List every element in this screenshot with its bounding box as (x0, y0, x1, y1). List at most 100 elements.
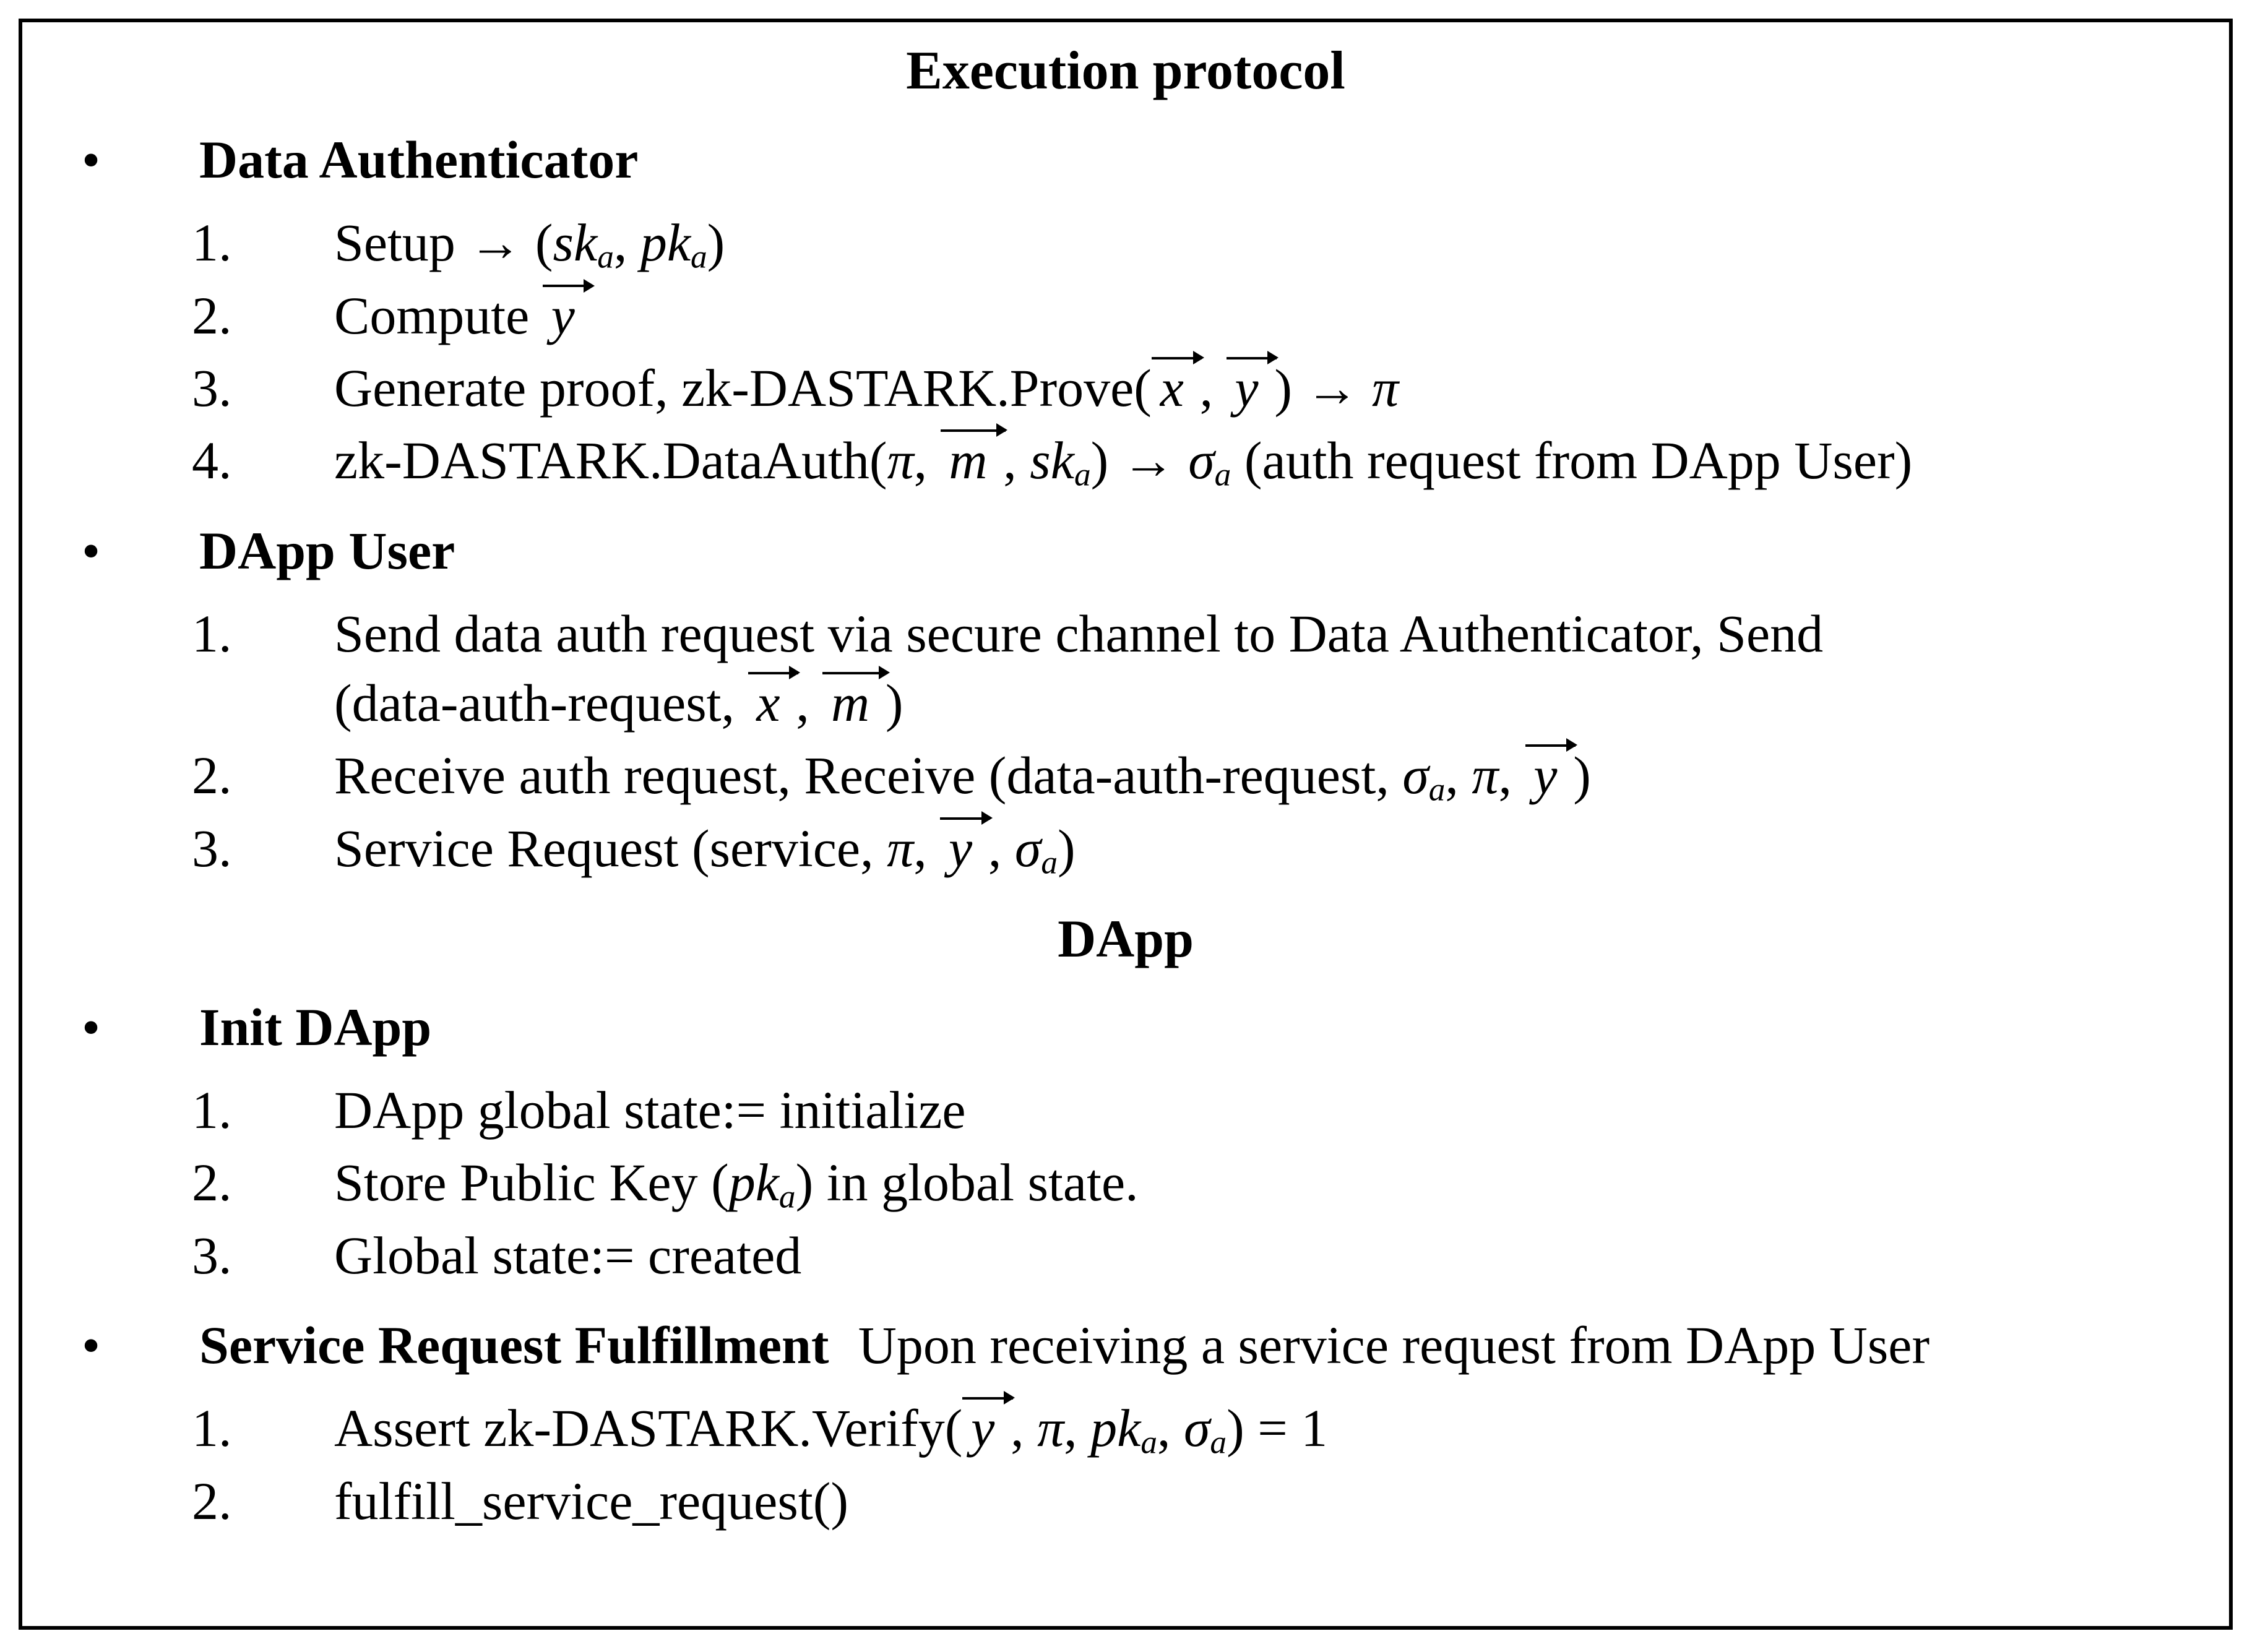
math-variable: pk (728, 1152, 779, 1212)
math-variable: π (1372, 358, 1399, 418)
text-run: , (1003, 430, 1030, 490)
step-number: 3. (192, 358, 232, 418)
text-run: , (913, 818, 941, 878)
dapp-heading: DApp (1058, 908, 1194, 968)
math-subscript: a (778, 1177, 796, 1215)
math-variable: π (887, 818, 914, 878)
section-heading: Service Request Fulfillment (199, 1315, 829, 1375)
vector-y: y (1226, 351, 1279, 423)
step-text: Assert zk-DASTARK.Verify(y, π, pka, σa) … (334, 1391, 2229, 1464)
text-run: Store Public Key ( (334, 1152, 729, 1212)
vector-y: y (940, 811, 993, 884)
bullet-icon: • (82, 997, 101, 1057)
figure-title: Execution protocol (906, 41, 1345, 101)
protocol-step: 2. Compute y (22, 278, 2229, 351)
math-variable: π (887, 430, 914, 490)
text-run: , (1011, 1398, 1038, 1458)
vector-y: y (542, 278, 595, 351)
math-subscript: a (1428, 770, 1446, 808)
text-run: ) = 1 (1227, 1398, 1328, 1458)
step-number: 1. (192, 213, 232, 273)
vector-letter: y (1235, 358, 1259, 418)
section-data-authenticator-heading: • Data Authenticator (22, 126, 2229, 194)
vector-letter: x (1160, 358, 1184, 418)
step-number: 3. (192, 818, 232, 878)
step-text: Global state:= created (334, 1221, 2229, 1291)
vector-m: m (822, 666, 890, 738)
bullet-icon: • (82, 520, 101, 580)
vector-letter: y (551, 286, 575, 346)
text-run: Setup → ( (334, 213, 553, 273)
step-number: 4. (192, 430, 232, 490)
protocol-step: 3. Generate proof, zk-DASTARK.Prove(x, y… (22, 351, 2229, 423)
math-variable: σ (1188, 430, 1215, 490)
protocol-step: 2. fulfill_service_request() (22, 1467, 2229, 1536)
math-variable: π (1037, 1398, 1064, 1458)
vector-letter: x (756, 673, 780, 733)
step-text: Service Request (service, π, y, σa) (334, 811, 2229, 884)
text-run: Receive auth request, Receive (data-auth… (334, 745, 1403, 805)
protocol-step: 3. Global state:= created (22, 1221, 2229, 1291)
step-number: 1. (192, 1080, 232, 1140)
step-number: 2. (192, 1471, 232, 1531)
step-number: 2. (192, 286, 232, 346)
text-run: (auth request from DApp User) (1231, 430, 1913, 490)
vector-letter: y (948, 818, 973, 878)
math-variable: σ (1184, 1398, 1210, 1458)
math-variable: π (1472, 745, 1499, 805)
math-variable: σ (1402, 745, 1429, 805)
text-run: (data-auth-request, (334, 673, 748, 733)
step-text: Compute y (334, 278, 2229, 351)
text-run: fulfill_service_request() (334, 1471, 848, 1531)
text-run: , (1199, 358, 1227, 418)
math-variable: σ (1014, 818, 1041, 878)
step-number: 3. (192, 1225, 232, 1285)
vector-arrow-icon (748, 666, 801, 680)
protocol-step: 1. Assert zk-DASTARK.Verify(y, π, pka, σ… (22, 1391, 2229, 1464)
step-number: 2. (192, 745, 232, 805)
math-subscript: a (1041, 843, 1058, 881)
vector-x: x (748, 666, 801, 738)
vector-arrow-icon (822, 666, 890, 680)
vector-arrow-icon (962, 1391, 1015, 1405)
step-number: 2. (192, 1152, 232, 1212)
protocol-step: 2. Store Public Key (pka) in global stat… (22, 1148, 2229, 1218)
text-run: , (988, 818, 1015, 878)
text-run: DApp global state:= initialize (334, 1080, 966, 1140)
vector-m: m (940, 423, 1008, 496)
section-service-request-fulfillment-heading: • Service Request Fulfillment Upon recei… (22, 1312, 2229, 1379)
vector-letter: m (949, 430, 988, 490)
text-run: ) (1057, 818, 1076, 878)
text-run: , (796, 673, 823, 733)
vector-arrow-icon (1226, 351, 1279, 365)
step-number: 1. (192, 604, 232, 664)
step-text: fulfill_service_request() (334, 1467, 2229, 1536)
step-text: Store Public Key (pka) in global state. (334, 1148, 2229, 1218)
vector-letter: y (1533, 745, 1558, 805)
vector-arrow-icon (940, 811, 993, 825)
text-run: ) (707, 213, 725, 273)
text-run: ) in global state. (795, 1152, 1139, 1212)
vector-arrow-icon (1151, 351, 1204, 365)
vector-letter: y (971, 1398, 995, 1458)
vector-arrow-icon (1525, 738, 1578, 752)
bullet-icon: • (82, 130, 101, 189)
text-run: Global state:= created (334, 1225, 802, 1285)
math-variable: pk (640, 213, 691, 273)
text-run: , (1445, 745, 1472, 805)
section-heading: Init DApp (199, 997, 432, 1057)
vector-arrow-icon (940, 423, 1008, 437)
section-heading-after: Upon receiving a service request from DA… (858, 1315, 1930, 1375)
vector-letter: m (831, 673, 870, 733)
math-subscript: a (1074, 455, 1091, 493)
math-variable: sk (553, 213, 598, 273)
protocol-step: 1. DApp global state:= initialize (22, 1076, 2229, 1145)
text-run: ) (1573, 745, 1591, 805)
vector-y: y (962, 1391, 1015, 1463)
math-subscript: a (1140, 1423, 1157, 1461)
section-heading: Data Authenticator (199, 130, 639, 189)
math-variable: sk (1030, 430, 1074, 490)
text-run: , (913, 430, 941, 490)
protocol-step: 1. Setup → (ska, pka) (22, 209, 2229, 278)
protocol-step: 1. Send data auth request via secure cha… (22, 600, 2229, 738)
